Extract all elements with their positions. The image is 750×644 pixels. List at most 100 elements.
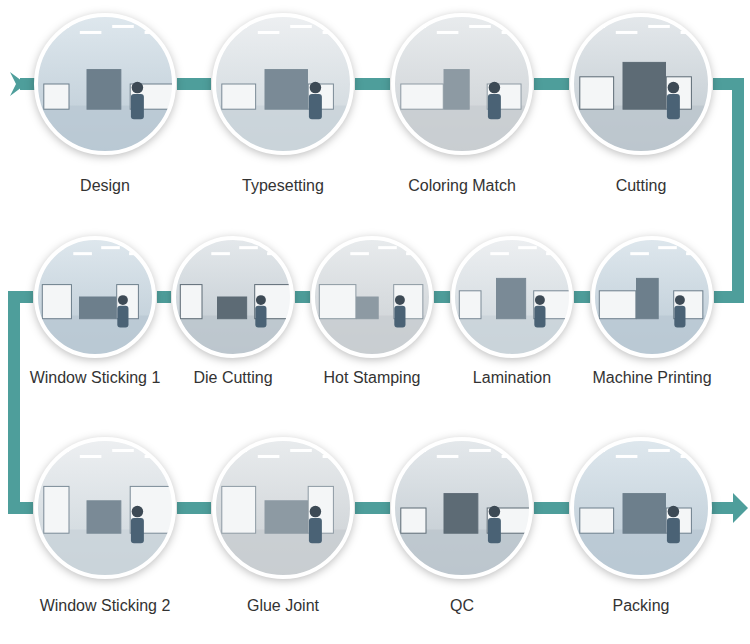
flow-band xyxy=(177,78,211,90)
step-label: Design xyxy=(29,176,181,195)
ceiling-light xyxy=(80,455,102,458)
process-step: Machine Printing xyxy=(586,235,718,387)
ceiling-light xyxy=(437,31,459,34)
photo-circle xyxy=(33,436,177,580)
circle-border xyxy=(36,238,154,356)
machine-shape xyxy=(444,70,469,110)
ceiling-light xyxy=(112,449,134,452)
process-step: Packing xyxy=(565,436,717,615)
ceiling-light xyxy=(437,455,459,458)
floor xyxy=(33,530,177,602)
step-label: Packing xyxy=(565,596,717,615)
process-step: Die Cutting xyxy=(167,235,299,387)
step-label: QC xyxy=(386,596,538,615)
flow-band xyxy=(355,502,390,514)
worker-body xyxy=(488,94,501,119)
machine-shape xyxy=(222,486,256,533)
worker-head xyxy=(118,295,128,305)
photo-illustration xyxy=(569,12,713,178)
step-label: Window Sticking 1 xyxy=(27,368,164,387)
process-step: Design xyxy=(29,12,181,195)
ceiling-light xyxy=(630,252,649,255)
photo-illustration xyxy=(211,12,355,178)
flow-band xyxy=(157,291,171,303)
worker-head xyxy=(132,82,144,94)
photo-circle xyxy=(390,12,534,156)
floor xyxy=(33,316,157,378)
machine-shape xyxy=(401,508,426,533)
photo-circle xyxy=(590,235,714,359)
ceiling-light xyxy=(112,25,134,28)
flow-band xyxy=(713,84,738,297)
worker-head xyxy=(310,506,322,518)
machine-shape xyxy=(444,494,478,534)
floor xyxy=(211,106,355,178)
ceiling-light xyxy=(518,246,537,249)
ceiling-light xyxy=(239,246,258,249)
floor xyxy=(450,316,574,378)
circle-border xyxy=(36,15,174,153)
machine-shape xyxy=(401,84,443,109)
worker-head xyxy=(668,82,680,94)
worker-body xyxy=(667,94,680,119)
floor xyxy=(390,106,534,178)
floor xyxy=(590,316,714,378)
flow-band xyxy=(574,291,590,303)
photo-circle xyxy=(171,235,295,359)
photo-illustration xyxy=(390,12,534,178)
machine-shape xyxy=(637,278,659,318)
circle-border xyxy=(214,15,352,153)
worker-body xyxy=(117,306,128,328)
step-label: Typesetting xyxy=(207,176,359,195)
ceiling-light xyxy=(648,25,670,28)
machine-shape xyxy=(580,77,614,109)
worker-head xyxy=(310,82,322,94)
circle-border xyxy=(572,15,710,153)
photo-illustration xyxy=(33,436,177,602)
step-label: Hot Stamping xyxy=(306,368,438,387)
flow-band xyxy=(14,297,33,508)
floor xyxy=(33,106,177,178)
process-step: Cutting xyxy=(565,12,717,195)
ceiling-light xyxy=(211,252,230,255)
machine-shape xyxy=(599,291,636,319)
worker-body xyxy=(667,518,680,543)
flow-band xyxy=(295,291,310,303)
flow-band xyxy=(355,78,390,90)
photo-circle xyxy=(33,12,177,156)
worker-body xyxy=(534,306,545,328)
photo-illustration xyxy=(569,436,713,602)
ceiling-light xyxy=(258,455,280,458)
process-step: Window Sticking 2 xyxy=(29,436,181,615)
worker-head xyxy=(256,295,266,305)
end-band xyxy=(710,502,736,514)
worker-head xyxy=(535,295,545,305)
circle-border xyxy=(313,238,431,356)
photo-illustration xyxy=(590,235,714,378)
process-step: QC xyxy=(386,436,538,615)
worker-body xyxy=(309,518,322,543)
flow-band xyxy=(534,78,569,90)
ceiling-light xyxy=(290,25,312,28)
worker-head xyxy=(489,82,501,94)
circle-border xyxy=(36,439,174,577)
circle-border xyxy=(572,439,710,577)
machine-shape xyxy=(222,84,256,109)
step-label: Cutting xyxy=(565,176,717,195)
photo-illustration xyxy=(310,235,434,378)
start-band xyxy=(20,78,36,90)
flow-band xyxy=(177,502,211,514)
floor xyxy=(390,530,534,602)
photo-illustration xyxy=(450,235,574,378)
worker-body xyxy=(131,94,144,119)
worker-body xyxy=(309,94,322,119)
ceiling-light xyxy=(616,31,638,34)
machine-shape xyxy=(87,70,121,110)
process-step: Hot Stamping xyxy=(306,235,438,387)
worker-head xyxy=(668,506,680,518)
machine-shape xyxy=(623,62,665,109)
photo-circle xyxy=(33,235,157,359)
machine-shape xyxy=(357,297,379,319)
process-step: Typesetting xyxy=(207,12,359,195)
photo-illustration xyxy=(390,436,534,602)
